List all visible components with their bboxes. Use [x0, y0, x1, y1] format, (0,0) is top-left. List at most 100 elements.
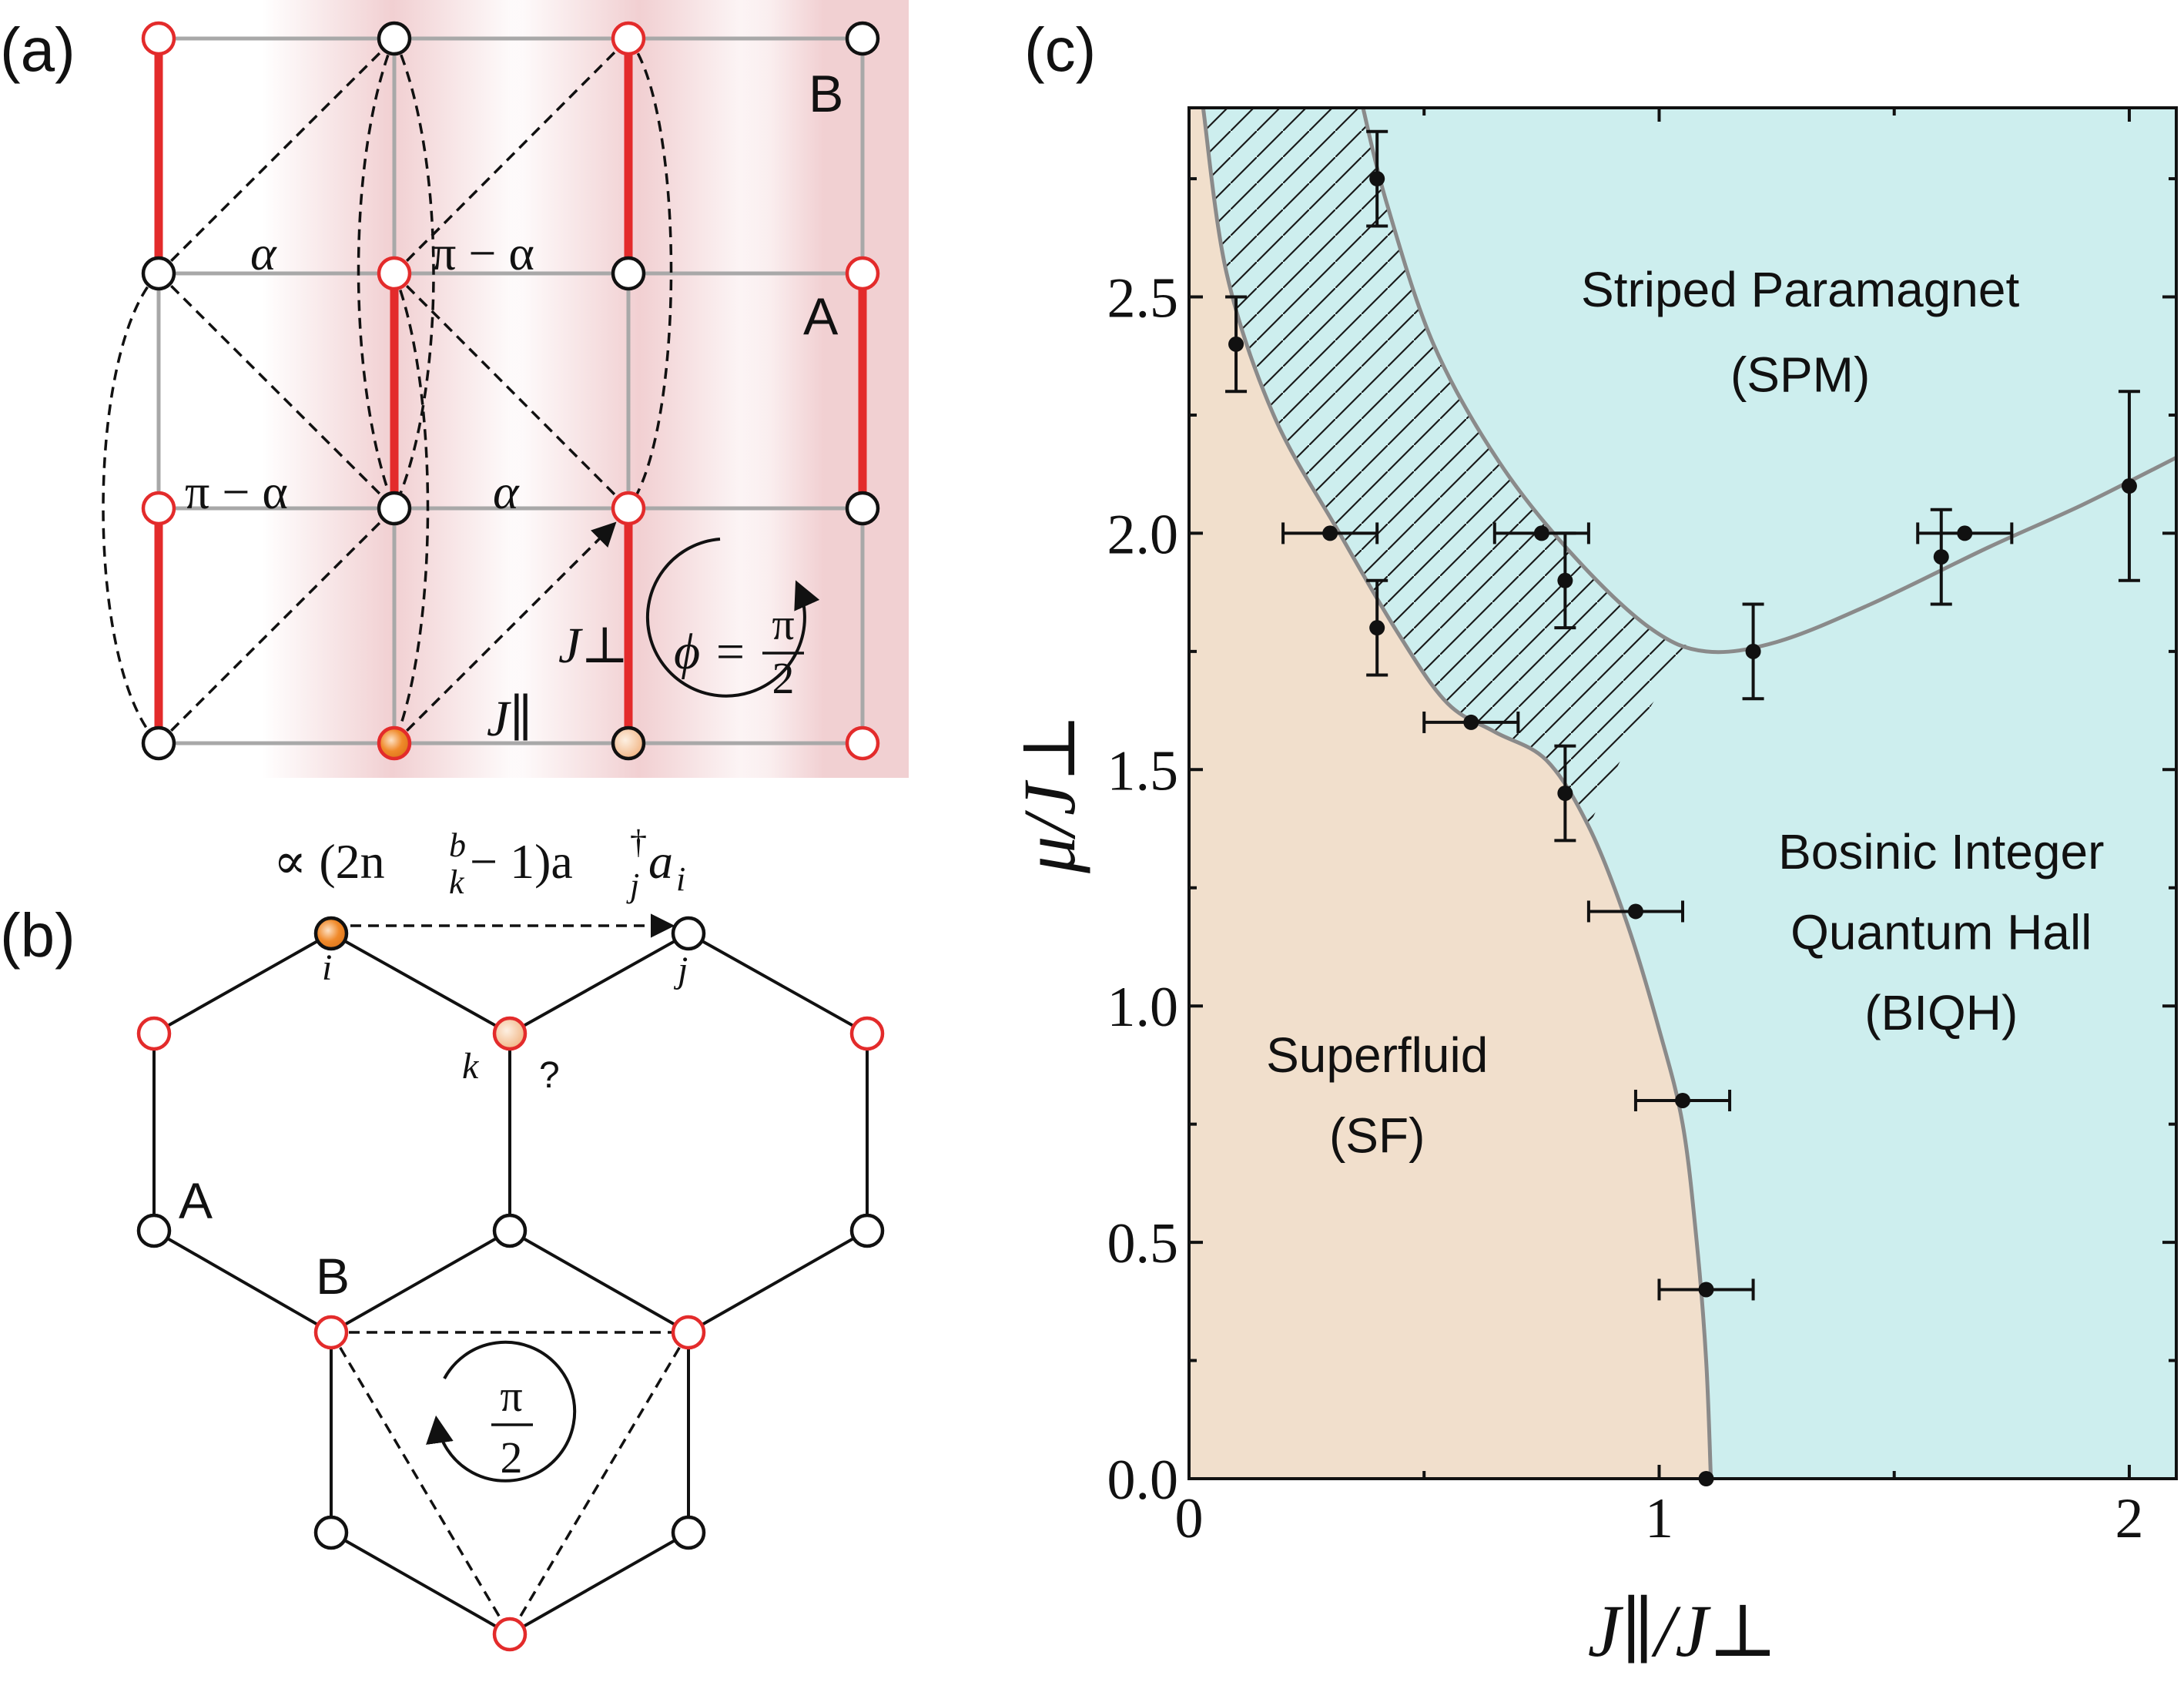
site-i-label: i: [322, 947, 332, 988]
region-biqh-label-line2: Quantum Hall: [1790, 905, 2092, 960]
site-j-label: j: [673, 950, 688, 990]
data-point-marker: [1698, 1282, 1714, 1298]
y-tick-label: 1.5: [1107, 739, 1179, 802]
data-point-marker: [1533, 525, 1549, 541]
flux-phi-denominator: 2: [772, 653, 795, 703]
angle-pi-minus-alpha-label: π − α: [431, 226, 534, 280]
region-sf-label-line2: (SF): [1329, 1107, 1425, 1163]
data-point: [1554, 531, 1576, 630]
y-tick-label: 2.5: [1107, 267, 1179, 330]
axis-ticks: 0 1 2 0.0 0.5 1.0 1.5 2.0 2.5: [1107, 108, 2176, 1550]
data-point: [1366, 578, 1388, 677]
data-point-marker: [1957, 525, 1973, 541]
honeycomb-edges: [152, 932, 869, 1636]
flux-b-denominator: 2: [501, 1432, 523, 1483]
region-biqh-label-line3: (BIQH): [1864, 985, 2018, 1040]
data-point-marker: [2121, 478, 2137, 494]
sf-phase-boundary: [1201, 107, 1713, 1479]
spm-phase-boundary: [1361, 107, 2178, 655]
data-point-marker: [1745, 643, 1761, 659]
j-parallel-label: J∥: [487, 691, 533, 747]
data-point: [2118, 390, 2140, 582]
axes-frame: [1187, 106, 2178, 1480]
data-point-marker: [1675, 1092, 1690, 1108]
data-point: [1916, 522, 2014, 544]
data-point-marker: [1228, 336, 1244, 352]
data-point: [1281, 522, 1379, 544]
next-nearest-links: [330, 1331, 690, 1635]
honeycomb-sites: [136, 916, 885, 1652]
y-tick-label: 0.0: [1107, 1449, 1179, 1512]
hopping-term-subscript: k: [449, 863, 465, 901]
angle-pi-minus-alpha-label: π − α: [185, 464, 288, 519]
panel-b-label: (b): [0, 901, 75, 970]
data-point-marker: [1322, 525, 1338, 541]
panel-c-label: (c): [1024, 15, 1096, 84]
x-tick-label: 2: [2115, 1487, 2143, 1550]
hopping-term-prefix: ∝ (2n: [273, 834, 385, 889]
x-tick-label: 1: [1645, 1487, 1673, 1550]
x-axis-label: J∥/J⊥: [1588, 1590, 1778, 1672]
panel-a: (a) B A α π − α π − α α ϕ = π 2 J⊥ J∥: [0, 0, 909, 778]
data-point: [1742, 602, 1764, 701]
flux-phi-label: ϕ =: [674, 624, 747, 680]
angle-alpha-label: α: [250, 226, 277, 280]
site-k-label: k: [462, 1046, 480, 1087]
sublattice-a-label: A: [803, 287, 839, 346]
hopping-term-a: a: [648, 834, 673, 889]
data-point: [1586, 900, 1684, 923]
flux-loop-a: [645, 538, 820, 698]
flux-loop-b: [426, 1340, 577, 1483]
panel-b: (b) ∝ (2n b k − 1)a † j a i: [0, 823, 885, 1652]
region-hatched-crossover: [1203, 108, 1707, 826]
y-tick-label: 2.0: [1107, 503, 1179, 566]
flux-b-numerator: π: [500, 1371, 522, 1421]
hopping-term: ∝ (2n b k − 1)a † j a i: [273, 823, 685, 904]
data-point: [1657, 1278, 1755, 1301]
data-point: [1554, 744, 1576, 843]
unknown-occupation-label: ?: [539, 1055, 560, 1096]
pink-strip: [739, 0, 909, 778]
region-spm-label-line2: (SPM): [1730, 347, 1870, 402]
lattice-sites: [141, 21, 880, 761]
hopping-term-middle: − 1)a: [470, 834, 573, 889]
data-point: [1930, 508, 1952, 606]
flux-phi-numerator: π: [772, 599, 794, 649]
panel-c: (c) 0 1 2 0.0 0.5 1.0 1.5 2.0 2.5 Striped Parama…: [1008, 15, 2178, 1672]
sublattice-b-label: B: [809, 65, 843, 123]
data-points: [1225, 129, 2140, 1486]
hopping-term-j-index: j: [626, 866, 639, 904]
data-point-marker: [1369, 171, 1385, 187]
j-perp-label: J⊥: [558, 618, 628, 674]
region-spm-label-line1: Striped Paramagnet: [1581, 262, 2019, 317]
pink-strip: [508, 0, 770, 778]
region-sf: [1189, 108, 1711, 1479]
data-point: [1225, 295, 1248, 394]
panel-a-label: (a): [0, 15, 75, 84]
data-point-marker: [1557, 572, 1573, 588]
phase-diagram: 0 1 2 0.0 0.5 1.0 1.5 2.0 2.5 Striped Paramagnet…: [1008, 106, 2178, 1672]
data-point: [1366, 129, 1388, 228]
data-point-marker: [1557, 786, 1573, 801]
x-tick-label: 0: [1175, 1487, 1204, 1550]
y-tick-label: 0.5: [1107, 1212, 1179, 1275]
angle-alpha-label: α: [493, 464, 520, 519]
data-point: [1633, 1089, 1732, 1111]
data-point-marker: [1933, 549, 1949, 565]
data-point-marker: [1369, 620, 1385, 636]
sublattice-a-label: A: [179, 1172, 213, 1229]
hopping-arrow: [393, 521, 617, 745]
sublattice-b-label: B: [316, 1248, 350, 1305]
hopping-term-superscript: b: [449, 826, 466, 864]
hopping-term-dagger: †: [630, 823, 647, 861]
hopping-term-i-index: i: [676, 860, 685, 898]
dashed-links: [102, 37, 673, 745]
y-axis-label: μ/J⊥: [1008, 713, 1090, 874]
red-bonds: [154, 39, 867, 743]
y-tick-label: 1.0: [1107, 976, 1179, 1039]
data-point: [1422, 711, 1520, 733]
data-point-marker: [1627, 903, 1643, 920]
data-point-marker: [1463, 714, 1479, 730]
region-sf-label-line1: Superfluid: [1266, 1027, 1488, 1083]
